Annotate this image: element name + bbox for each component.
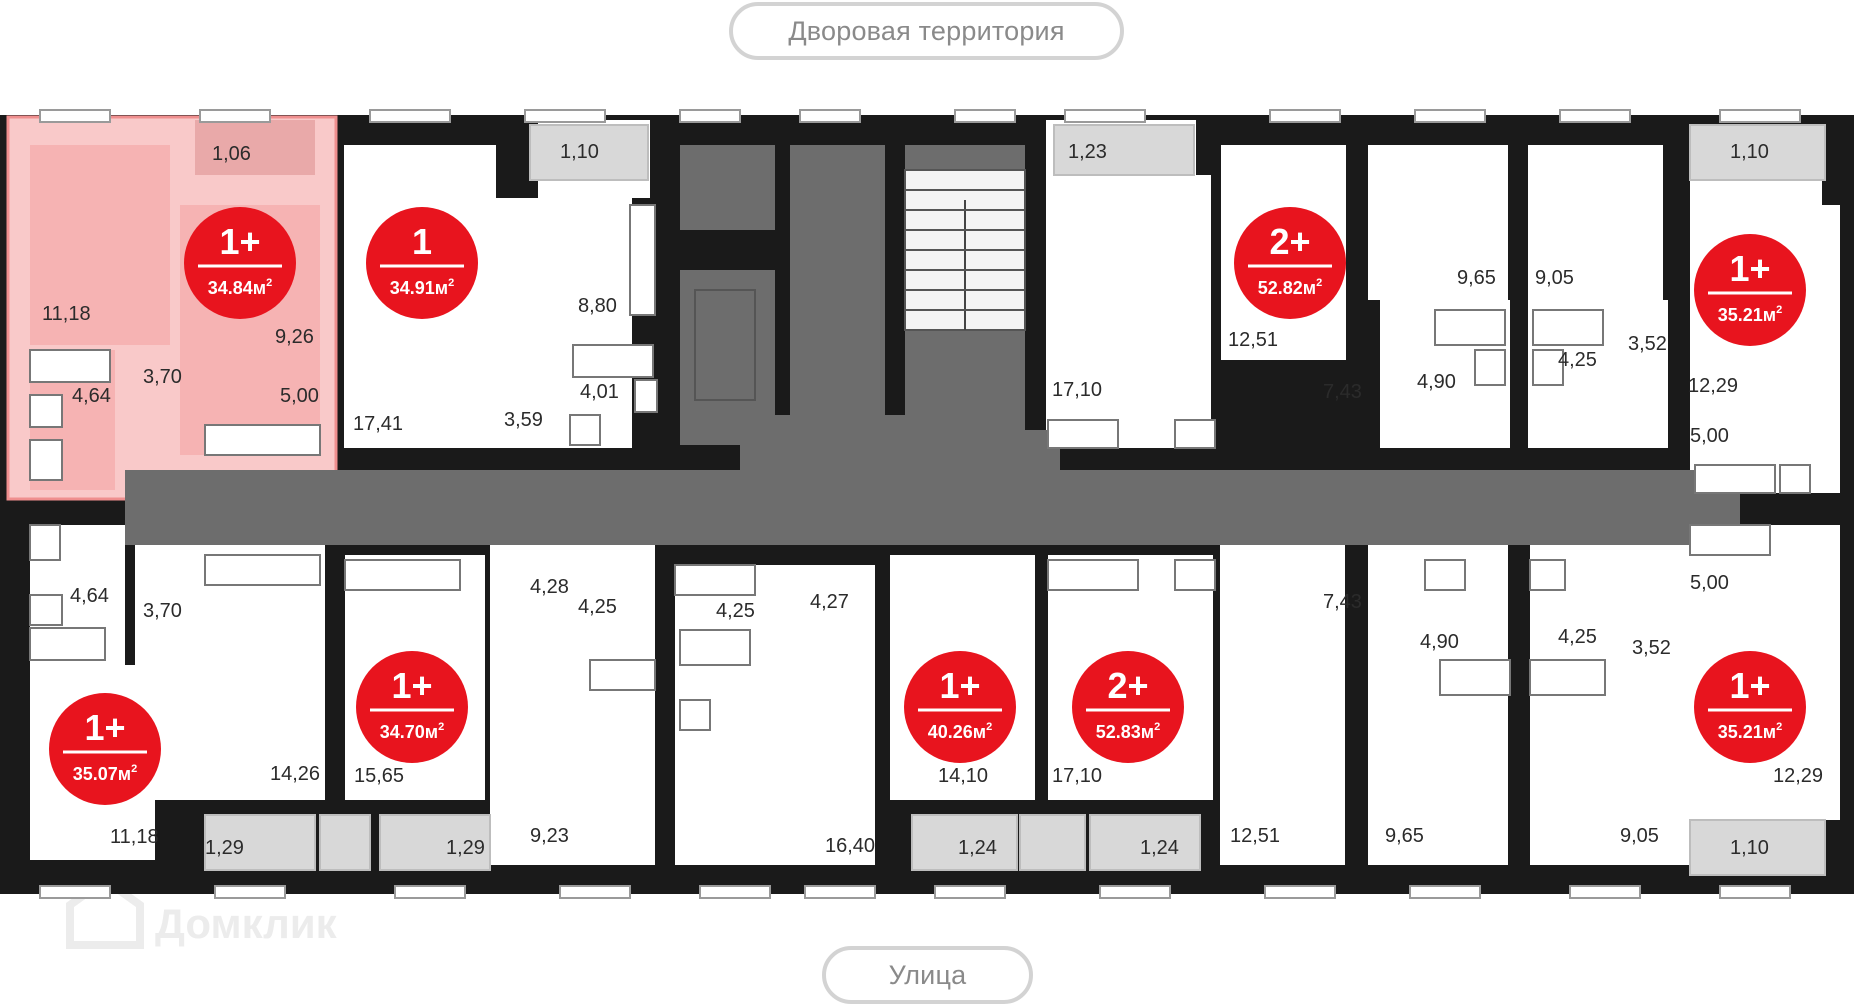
badge-area: 34.70м2 [380, 721, 444, 742]
room-area-label: 3,70 [143, 366, 182, 388]
room-area-label: 4,64 [70, 585, 109, 607]
room-area-label: 12,51 [1230, 825, 1280, 847]
room-area-label: 9,26 [275, 326, 314, 348]
room-area-label: 9,65 [1385, 825, 1424, 847]
apartment-badge[interactable]: 2+ 52.83м2 [1072, 651, 1184, 763]
apartment-badge[interactable]: 2+ 52.82м2 [1234, 207, 1346, 319]
room-area-label: 16,40 [825, 835, 875, 857]
apartment-badges: 1+ 34.84м2 1 34.91м2 2+ 52.82м2 1+ 35.21м2 1+ 35.… [49, 207, 1806, 805]
room-area-label: 9,05 [1620, 825, 1659, 847]
room-area-label: 1,10 [1730, 837, 1769, 859]
badge-rooms: 1+ [219, 221, 260, 262]
apartment-badge[interactable]: 1+ 34.84м2 [184, 207, 296, 319]
room-area-label: 11,18 [42, 303, 91, 325]
badge-area: 35.07м2 [73, 763, 137, 784]
street-label: Улица [822, 946, 1033, 1004]
room-area-label: 4,25 [1558, 349, 1597, 371]
room-area-label: 9,05 [1535, 267, 1574, 289]
room-area-label: 1,10 [1730, 141, 1769, 163]
room-area-label: 3,70 [143, 600, 182, 622]
room-area-label: 12,29 [1688, 375, 1738, 397]
badge-circle [1694, 234, 1806, 346]
badge-circle [1694, 651, 1806, 763]
room-area-label: 5,00 [1690, 572, 1729, 594]
badge-rooms: 1+ [84, 707, 125, 748]
room-area-label: 1,29 [205, 837, 244, 859]
badge-area: 34.84м2 [208, 277, 272, 298]
room-area-label: 14,26 [270, 763, 320, 785]
apartment-badge[interactable]: 1+ 35.21м2 [1694, 651, 1806, 763]
room-area-label: 5,00 [280, 385, 319, 407]
badge-circle [356, 651, 468, 763]
badge-area: 35.21м2 [1718, 304, 1782, 325]
badge-circle [184, 207, 296, 319]
room-area-label: 4,01 [580, 381, 619, 403]
watermark-text: Домклик [155, 900, 338, 947]
badge-area: 52.83м2 [1096, 721, 1160, 742]
badge-circle [49, 693, 161, 805]
badge-rooms: 1+ [939, 665, 980, 706]
room-area-label: 12,29 [1773, 765, 1823, 787]
room-area-label: 4,64 [72, 385, 111, 407]
room-area-label: 8,80 [578, 295, 617, 317]
room-area-label: 4,28 [530, 576, 569, 598]
room-area-label: 1,10 [560, 141, 599, 163]
room-area-label: 4,25 [1558, 626, 1597, 648]
room-area-label: 1,24 [958, 837, 997, 859]
badge-area: 40.26м2 [928, 721, 992, 742]
badge-rooms: 2+ [1107, 665, 1148, 706]
room-area-labels: 1,06 11,18 9,26 3,70 4,64 5,00 1,10 8,80 17,41 4,… [42, 141, 1823, 859]
badge-rooms: 1 [412, 221, 432, 262]
room-area-label: 15,65 [354, 765, 404, 787]
room-area-label: 4,25 [578, 596, 617, 618]
staircase [694, 169, 1026, 401]
room-area-label: 1,24 [1140, 837, 1179, 859]
apartment-badge[interactable]: 1+ 35.21м2 [1694, 234, 1806, 346]
badge-area: 52.82м2 [1258, 277, 1322, 298]
room-area-label: 1,29 [446, 837, 485, 859]
room-area-label: 11,18 [110, 826, 159, 848]
badge-rooms: 2+ [1269, 221, 1310, 262]
badge-rooms: 1+ [391, 665, 432, 706]
badge-circle [1234, 207, 1346, 319]
badge-area: 34.91м2 [390, 277, 454, 298]
room-area-label: 14,10 [938, 765, 988, 787]
courtyard-label: Дворовая территория [729, 2, 1124, 60]
badge-circle [366, 207, 478, 319]
badge-area: 35.21м2 [1718, 721, 1782, 742]
balconies [204, 124, 1826, 876]
room-area-label: 12,51 [1228, 329, 1278, 351]
apartment-badge[interactable]: 1+ 35.07м2 [49, 693, 161, 805]
badge-circle [1072, 651, 1184, 763]
room-area-label: 3,52 [1628, 333, 1667, 355]
room-area-label: 1,06 [212, 143, 251, 165]
room-area-label: 4,25 [716, 600, 755, 622]
room-area-label: 5,00 [1690, 425, 1729, 447]
apartment-badge[interactable]: 1+ 34.70м2 [356, 651, 468, 763]
room-area-label: 9,65 [1457, 267, 1496, 289]
badge-circle [904, 651, 1016, 763]
room-area-label: 3,59 [504, 409, 543, 431]
room-area-label: 17,41 [353, 413, 403, 435]
windows [39, 109, 1801, 899]
apartment-badge[interactable]: 1+ 40.26м2 [904, 651, 1016, 763]
room-area-label: 1,23 [1068, 141, 1107, 163]
room-area-label: 17,10 [1052, 379, 1102, 401]
room-area-label: 7,43 [1323, 381, 1362, 403]
room-area-label: 17,10 [1052, 765, 1102, 787]
badge-rooms: 1+ [1729, 665, 1770, 706]
badge-rooms: 1+ [1729, 248, 1770, 289]
common-areas [125, 145, 1740, 545]
fixtures [29, 204, 1811, 731]
apartment-badge[interactable]: 1 34.91м2 [366, 207, 478, 319]
room-area-label: 7,43 [1323, 591, 1362, 613]
room-area-label: 4,90 [1420, 631, 1459, 653]
room-area-label: 4,90 [1417, 371, 1456, 393]
room-area-label: 9,23 [530, 825, 569, 847]
room-area-label: 3,52 [1632, 637, 1671, 659]
room-area-label: 4,27 [810, 591, 849, 613]
